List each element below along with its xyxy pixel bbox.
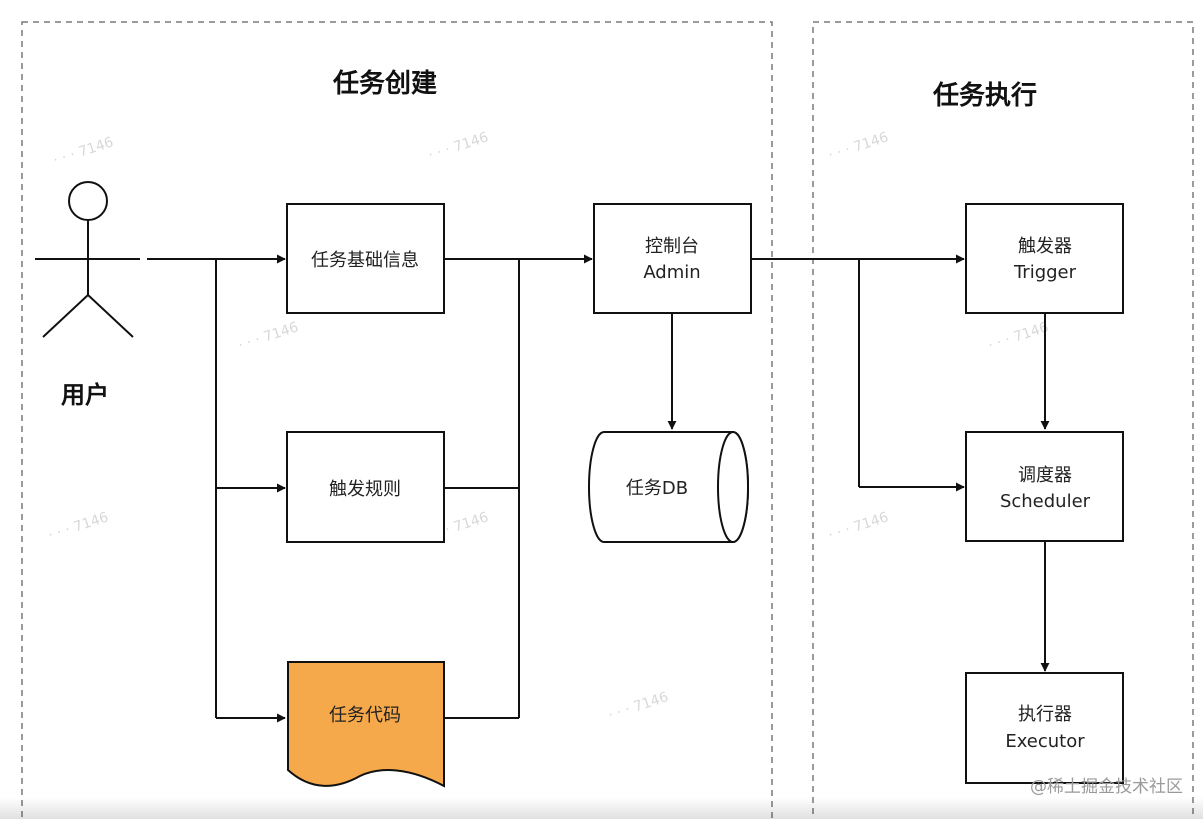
credit-watermark: @稀土掘金技术社区 — [1030, 777, 1183, 797]
scheduler-box — [965, 431, 1124, 542]
scheduler-label-line1: 调度器 — [1018, 465, 1072, 486]
svg-text:· · · 7146: · · · 7146 — [426, 129, 490, 164]
task-code-document — [287, 661, 445, 788]
trigger-label-line1: 触发器 — [1018, 236, 1072, 257]
admin-box — [593, 203, 752, 314]
admin-label-line2: Admin — [643, 262, 700, 283]
section-create-border — [21, 21, 773, 819]
user-actor-icon — [35, 181, 140, 338]
executor-label-line2: Executor — [1005, 731, 1085, 752]
svg-text:· · · 7146: · · · 7146 — [826, 509, 890, 544]
scheduler-label-line2: Scheduler — [1000, 491, 1091, 512]
trigger-rule-label: 触发规则 — [329, 479, 401, 500]
connectors — [147, 254, 1050, 723]
svg-text:· · · 7146: · · · 7146 — [986, 319, 1050, 354]
svg-text:· · · 7146: · · · 7146 — [606, 689, 670, 724]
user-label: 用户 — [61, 381, 109, 409]
task-info-label: 任务基础信息 — [311, 250, 419, 271]
trigger-box — [965, 203, 1124, 314]
task-db-label: 任务DB — [626, 478, 688, 499]
task-code-label: 任务代码 — [329, 705, 401, 726]
task-db-cylinder — [588, 431, 749, 543]
svg-text:· · · 7146: · · · 7146 — [46, 509, 110, 544]
task-info-box — [286, 203, 445, 314]
section-title-create: 任务创建 — [332, 69, 437, 99]
watermark-layer: · · · 7146 · · · 7146 · · · 7146 · · · 7… — [46, 129, 1050, 724]
trigger-label-line2: Trigger — [1013, 262, 1077, 283]
section-title-execute: 任务执行 — [932, 80, 1037, 111]
admin-label-line1: 控制台 — [645, 236, 699, 257]
svg-text:· · · 7146: · · · 7146 — [826, 129, 890, 164]
bottom-shadow — [0, 797, 1203, 819]
svg-text:· · · 7146: · · · 7146 — [236, 319, 300, 354]
section-execute-border — [812, 21, 1194, 819]
executor-label-line1: 执行器 — [1018, 704, 1072, 725]
executor-box — [965, 672, 1124, 784]
trigger-rule-box — [286, 431, 445, 543]
svg-text:· · · 7146: · · · 7146 — [51, 134, 115, 169]
